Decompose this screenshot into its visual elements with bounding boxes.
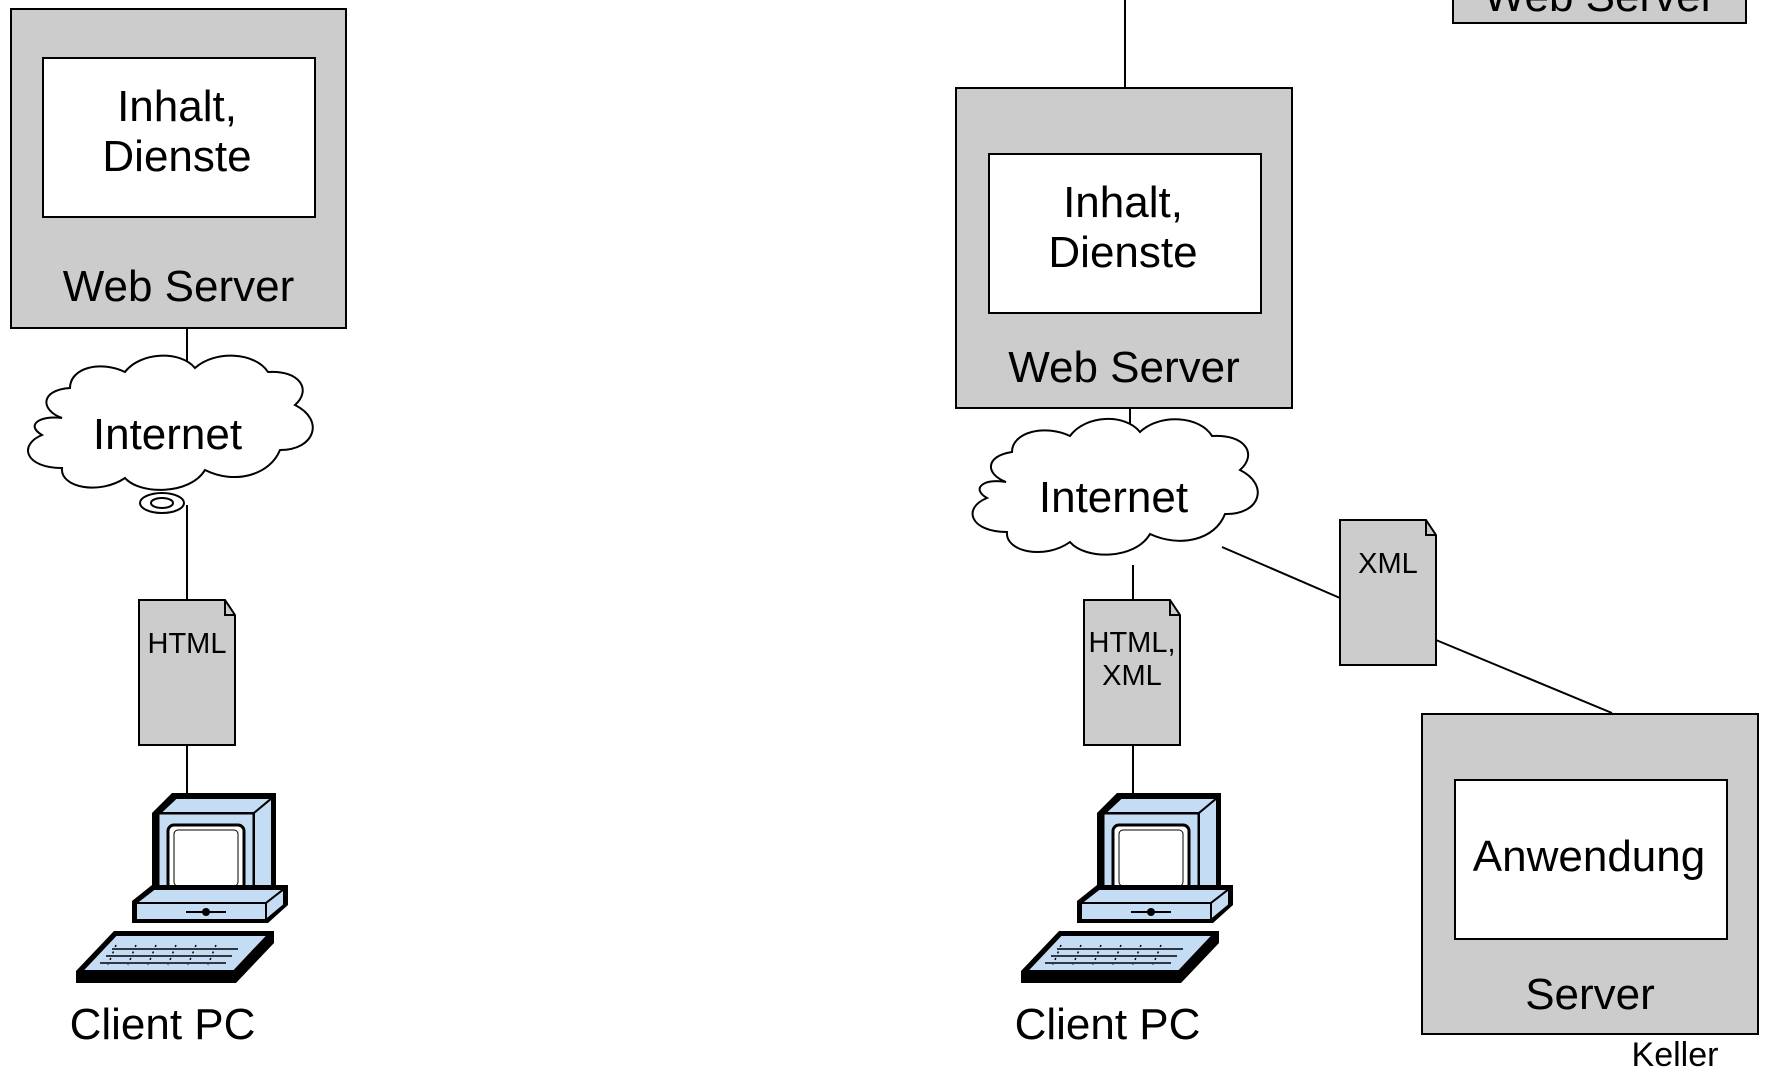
left-html-document-icon <box>138 599 236 746</box>
right-internet-cloud-icon <box>971 418 1259 556</box>
right-html-xml-document-label: HTML, XML <box>1088 627 1176 693</box>
author-label: Keller <box>1631 1036 1719 1074</box>
right-partial-web-server-label: Web Server <box>1452 0 1747 22</box>
application-box <box>1454 779 1728 940</box>
application-label: Anwendung <box>1472 832 1706 881</box>
left-content-services-label: Inhalt, Dienste <box>102 82 252 182</box>
right-client-pc-icon <box>1021 793 1233 983</box>
app-server-box <box>1421 713 1759 1035</box>
left-content-services-box <box>42 57 316 218</box>
left-document-label: HTML <box>147 628 227 660</box>
right-content-services-label: Inhalt, Dienste <box>1048 178 1198 278</box>
left-client-pc-label: Client PC <box>69 1000 256 1049</box>
right-partial-web-server-box <box>1452 0 1747 24</box>
left-internet-cloud-icon <box>27 354 314 514</box>
right-xml-server-connector <box>1435 639 1613 714</box>
right-client-pc-label: Client PC <box>1014 1000 1201 1049</box>
right-internet-label: Internet <box>1038 473 1189 522</box>
app-server-label: Server <box>1525 970 1655 1019</box>
left-client-pc-icon <box>76 793 288 983</box>
right-html-xml-document-icon <box>1083 599 1181 746</box>
right-xml-document-icon <box>1339 519 1437 666</box>
right-xml-document-label: XML <box>1358 548 1418 580</box>
right-content-services-box <box>988 153 1262 314</box>
right-web-server-label: Web Server <box>1008 343 1240 392</box>
right-web-server-box <box>955 87 1293 409</box>
right-cloud-xml-connector <box>1221 546 1341 599</box>
left-web-server-box <box>10 8 347 329</box>
left-web-server-label: Web Server <box>62 262 295 311</box>
left-internet-label: Internet <box>92 410 243 459</box>
